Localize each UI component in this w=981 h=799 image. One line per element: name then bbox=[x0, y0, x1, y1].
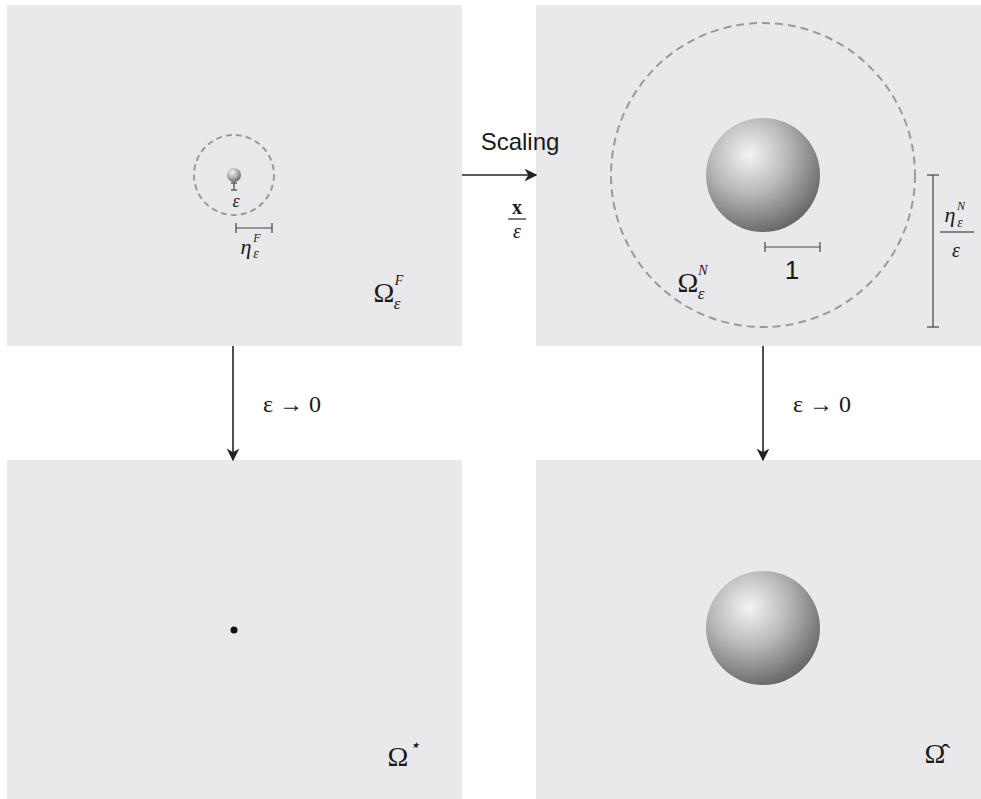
region-label: Ω̂ bbox=[925, 740, 946, 768]
fraction-bar bbox=[508, 218, 526, 219]
math-label: N bbox=[957, 200, 965, 212]
dashed-circle bbox=[611, 23, 915, 327]
region-label: ⋆ bbox=[409, 736, 420, 754]
math-label: ε bbox=[952, 240, 960, 260]
dashed-circle bbox=[194, 135, 274, 215]
fraction-bar bbox=[940, 231, 974, 232]
math-label: η bbox=[945, 204, 956, 226]
region-panel: Ω̂ bbox=[536, 460, 981, 799]
edge-label: ε → 0 bbox=[793, 392, 851, 416]
math-label: η bbox=[241, 236, 252, 258]
region-label: ε bbox=[698, 285, 705, 302]
sphere bbox=[706, 571, 820, 685]
arrow-connector bbox=[762, 346, 764, 460]
region-panel: Ω⋆ bbox=[7, 460, 462, 799]
height-bracket bbox=[927, 175, 939, 327]
region-label: F bbox=[395, 274, 404, 288]
edge-label: Scaling bbox=[481, 130, 560, 154]
math-label: ε bbox=[232, 192, 239, 210]
point bbox=[231, 627, 238, 634]
region-label: Ω bbox=[678, 269, 699, 297]
unit-bracket bbox=[765, 242, 820, 252]
math-label: x bbox=[512, 197, 522, 217]
math-label: F bbox=[253, 232, 260, 244]
region-label: N bbox=[698, 264, 707, 278]
panel-ground bbox=[7, 5, 462, 346]
math-label: 1 bbox=[785, 257, 799, 283]
panel-ground bbox=[536, 5, 981, 346]
region-panel: ΩεN bbox=[536, 5, 981, 346]
region-label: Ω bbox=[388, 743, 409, 771]
math-label: ε bbox=[253, 247, 259, 261]
arrow-connector bbox=[232, 346, 234, 460]
panel-ground bbox=[7, 460, 462, 799]
panel-ground bbox=[536, 460, 981, 799]
region-panel: ΩεF bbox=[7, 5, 462, 346]
math-label: ε bbox=[513, 221, 521, 241]
sphere bbox=[706, 118, 820, 232]
sphere bbox=[227, 168, 241, 182]
region-label: ε bbox=[394, 295, 401, 312]
edge-label: ε → 0 bbox=[263, 392, 321, 416]
math-label: ε bbox=[957, 216, 963, 230]
radius-bracket bbox=[231, 183, 237, 190]
arrow-connector bbox=[462, 174, 536, 176]
region-label: Ω bbox=[374, 279, 395, 307]
